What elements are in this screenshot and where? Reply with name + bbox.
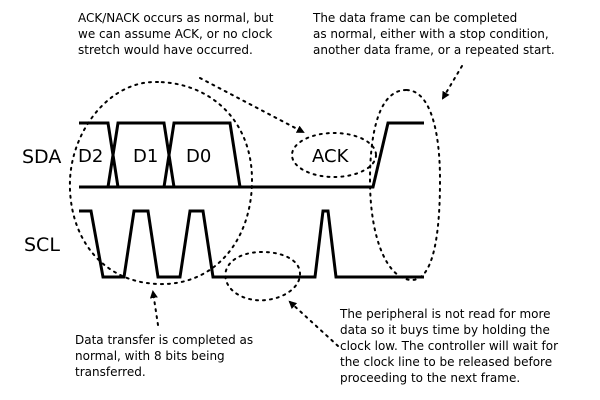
data-transfer-ellipse xyxy=(68,80,254,286)
scl-label: SCL xyxy=(24,234,60,256)
bit-label-d0: D0 xyxy=(186,146,211,167)
ack-annotation: ACK/NACK occurs as normal, but we can as… xyxy=(78,11,274,57)
ack-label: ACK xyxy=(312,146,350,167)
transfer-annotation: Data transfer is completed as normal, wi… xyxy=(75,333,254,379)
peripheral-note-arrow xyxy=(288,300,339,347)
bit-label-d1: D1 xyxy=(133,146,158,167)
ack-ellipse xyxy=(291,132,377,178)
sda-waveform xyxy=(79,121,424,189)
frame-note-arrow xyxy=(441,65,463,100)
frame-end-ellipse xyxy=(368,88,442,282)
transfer-note-arrow xyxy=(149,290,159,326)
sda-label: SDA xyxy=(22,146,61,168)
scl-waveform xyxy=(79,209,424,279)
bit-label-d2: D2 xyxy=(78,146,103,167)
frame-annotation: The data frame can be completed as norma… xyxy=(313,11,555,57)
ack-note-arrow xyxy=(199,77,305,133)
peripheral-annotation: The peripheral is not read for more data… xyxy=(340,307,558,385)
clock-stretch-ellipse xyxy=(224,250,302,302)
